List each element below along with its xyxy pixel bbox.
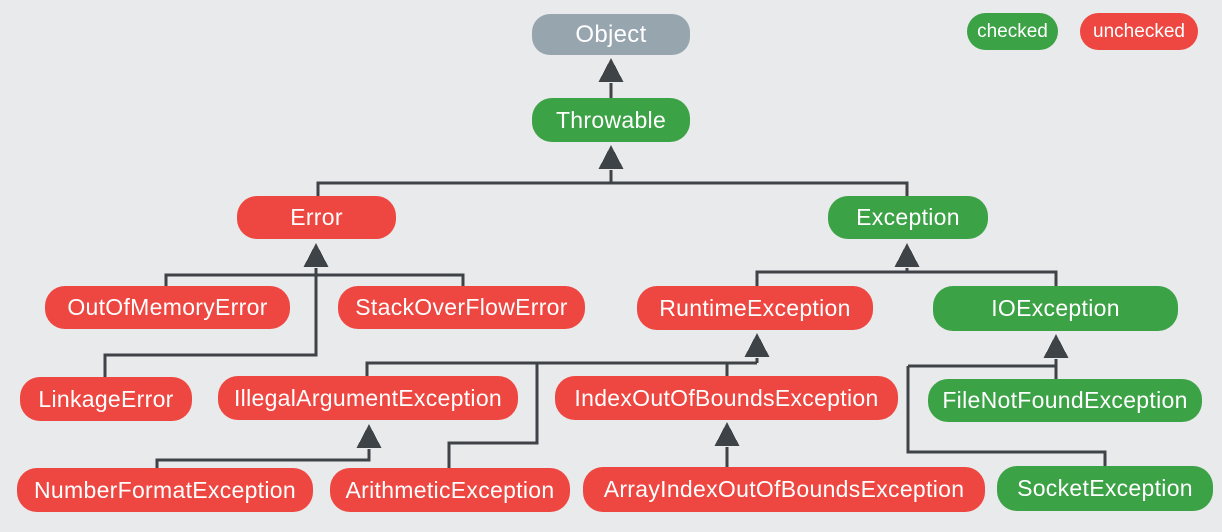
node-exception: Exception [828,196,988,239]
connector-line [103,268,318,377]
arrowhead-up-icon [303,243,329,267]
connector-line [155,449,371,468]
node-index-out-of-bounds-exception: IndexOutOfBoundsException [555,376,898,420]
node-linkage-error: LinkageError [20,377,192,421]
node-error: Error [237,196,396,239]
connector-line [447,363,539,468]
legend-checked-pill: checked [967,13,1058,50]
node-out-of-memory-error: OutOfMemoryError [45,286,290,329]
arrowhead-up-icon [894,243,920,267]
node-socket-exception: SocketException [997,466,1213,511]
node-illegal-argument-exception: IllegalArgumentException [218,376,518,420]
legend-unchecked-pill: unchecked [1080,13,1198,50]
node-number-format-exception: NumberFormatException [17,468,313,512]
arrowhead-up-icon [744,333,770,357]
node-object: Object [532,14,690,55]
connector-line [365,361,757,377]
node-runtime-exception: RuntimeException [637,286,873,330]
connector-line [164,273,465,286]
node-io-exception: IOException [933,286,1178,331]
arrowhead-up-icon [356,424,382,448]
arrowhead-up-icon [714,422,740,446]
node-array-index-out-of-bounds-exception: ArrayIndexOutOfBoundsException [583,467,985,512]
node-stack-overflow-error: StackOverFlowError [338,286,585,329]
connector-line [906,366,1107,466]
node-file-not-found-exception: FileNotFoundException [928,379,1202,422]
node-arithmetic-exception: ArithmeticException [330,468,570,512]
connector-line [316,181,909,196]
arrowhead-up-icon [598,145,624,169]
arrowhead-up-icon [598,58,624,82]
arrowhead-up-icon [1043,334,1069,358]
connector-line [755,270,1058,286]
node-throwable: Throwable [532,98,690,142]
